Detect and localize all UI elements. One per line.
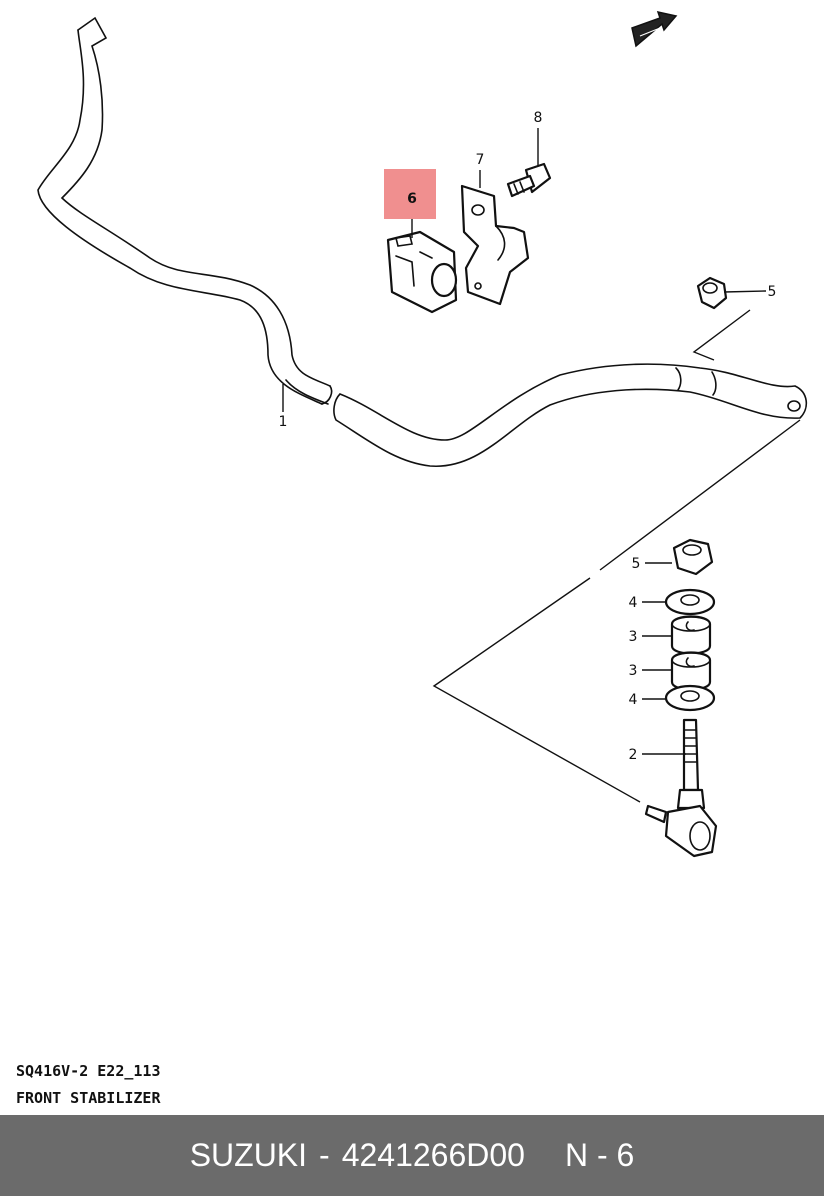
upper-cushion — [670, 615, 712, 655]
callout-3-upper: 3 — [629, 629, 638, 645]
leader-lines — [282, 128, 801, 803]
upper-nut — [696, 276, 728, 310]
bolt — [506, 162, 552, 198]
parts-diagram: 6 7 8 5 1 5 4 3 3 4 2 — [37, 10, 808, 858]
callout-5-upper: 5 — [768, 284, 777, 300]
stabilizer-bar — [37, 16, 808, 467]
brand-name: SUZUKI — [189, 1137, 308, 1173]
callout-6: 6 — [407, 191, 417, 207]
footer-separator: - — [319, 1137, 330, 1173]
model-code: SQ416V-2 E22_113 — [16, 1062, 161, 1080]
bracket — [460, 184, 530, 306]
lower-washer — [664, 684, 716, 712]
callout-2: 2 — [629, 747, 638, 763]
highlight-box — [384, 169, 436, 219]
callout-3-lower: 3 — [629, 663, 638, 679]
callout-7: 7 — [476, 152, 485, 168]
link-nut — [672, 538, 714, 576]
bushing — [386, 230, 458, 314]
callout-4-upper: 4 — [629, 595, 638, 611]
upper-washer — [664, 588, 716, 616]
part-number: 4241266D00 — [341, 1137, 525, 1173]
part-footer-bar: SUZUKI - 4241266D00 N - 6 — [0, 1115, 824, 1196]
callout-8: 8 — [534, 110, 543, 126]
callout-1: 1 — [279, 414, 288, 430]
group-name: FRONT STABILIZER — [16, 1089, 161, 1107]
callout-5-lower: 5 — [632, 556, 641, 572]
diagram-caption: SQ416V-2 E22_113 FRONT STABILIZER — [16, 1058, 161, 1112]
position-reference: N - 6 — [564, 1137, 635, 1173]
front-arrow-icon — [631, 10, 678, 48]
callout-4-lower: 4 — [629, 692, 638, 708]
link-bolt — [644, 718, 718, 858]
lower-cushion — [670, 651, 712, 691]
